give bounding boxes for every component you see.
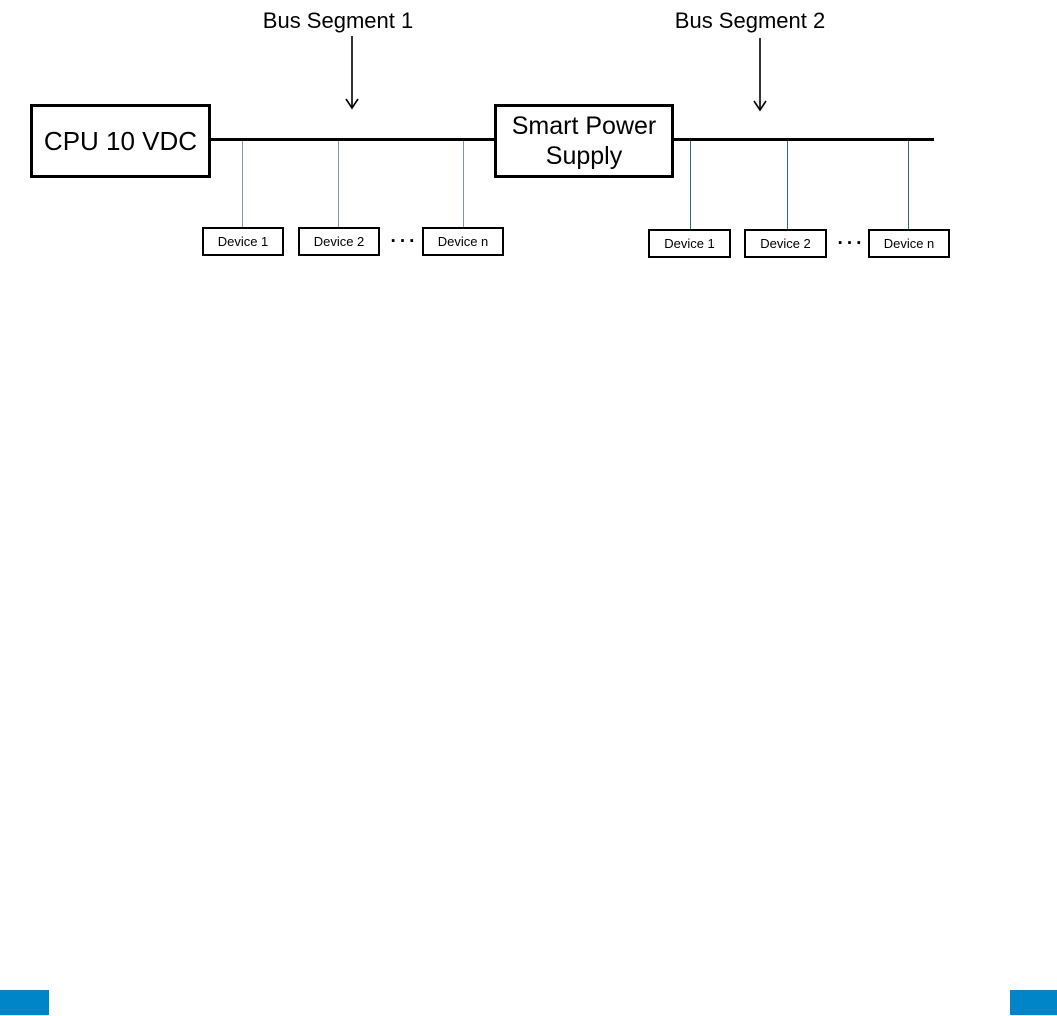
cpu-node-label: CPU 10 VDC xyxy=(43,125,198,156)
device-label: Device n xyxy=(883,236,935,251)
device-connector-line xyxy=(908,141,909,229)
device-connector-line xyxy=(242,141,243,227)
down-arrow-icon xyxy=(343,36,361,112)
bus-segment-2-label: Bus Segment 2 xyxy=(674,8,826,33)
segment2-device-1-node: Device 1 xyxy=(648,229,731,258)
segment2-device-2-node: Device 2 xyxy=(744,229,827,258)
segment1-device-n-node: Device n xyxy=(422,227,504,256)
footer-accent-bar-right xyxy=(1010,990,1057,1015)
device-connector-line xyxy=(690,141,691,229)
device-label: Device 2 xyxy=(313,234,365,249)
device-connector-line xyxy=(463,141,464,227)
bus-line-segment-1 xyxy=(211,138,494,141)
segment1-device-2-node: Device 2 xyxy=(298,227,380,256)
smart-power-supply-node: Smart Power Supply xyxy=(494,104,674,178)
device-label: Device 2 xyxy=(760,236,811,251)
device-connector-line xyxy=(338,141,339,227)
segment1-ellipsis: ··· xyxy=(390,230,419,252)
device-label: Device n xyxy=(437,234,489,249)
footer-accent-bar-left xyxy=(0,990,49,1015)
device-connector-line xyxy=(787,141,788,229)
down-arrow-icon xyxy=(751,38,769,114)
device-label: Device 1 xyxy=(664,236,715,251)
cpu-node: CPU 10 VDC xyxy=(30,104,211,178)
bus-line-segment-2 xyxy=(673,138,934,141)
bus-segment-1-label: Bus Segment 1 xyxy=(262,8,414,33)
segment1-device-1-node: Device 1 xyxy=(202,227,284,256)
device-label: Device 1 xyxy=(217,234,269,249)
segment2-ellipsis: ··· xyxy=(837,232,866,254)
smart-power-supply-label: Smart Power Supply xyxy=(511,111,657,171)
segment2-device-n-node: Device n xyxy=(868,229,950,258)
